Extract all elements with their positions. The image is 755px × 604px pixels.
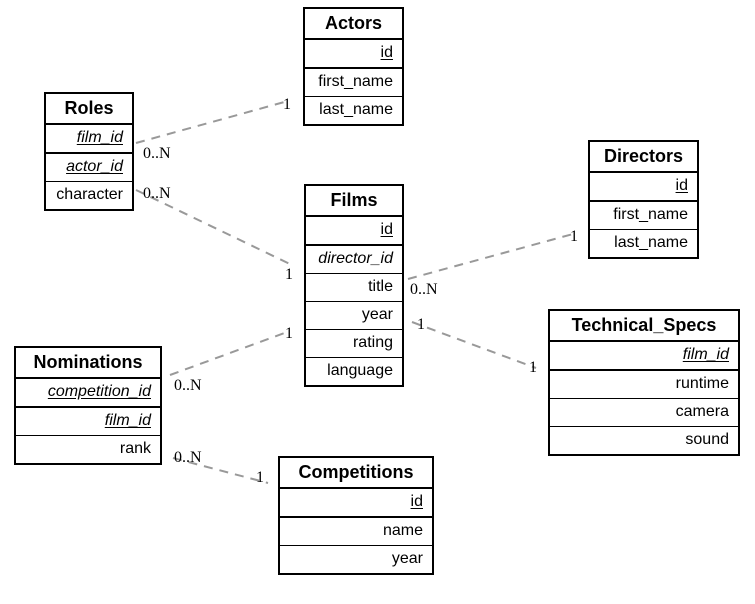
attribute-row[interactable]: id	[590, 173, 697, 203]
entity-title-directors: Directors	[590, 142, 697, 174]
entity-title-roles: Roles	[46, 94, 132, 126]
attribute-row[interactable]: sound	[550, 427, 738, 454]
relationship-line-nominations-films	[169, 330, 291, 376]
attribute-row[interactable]: competition_id	[16, 379, 160, 409]
attribute-row[interactable]: film_id	[16, 408, 160, 436]
attribute-row[interactable]: character	[46, 182, 132, 209]
cardinality-label-films-technical-specs-to: 1	[529, 359, 537, 376]
entity-title-actors: Actors	[305, 9, 402, 41]
entity-actors[interactable]: Actors id first_name last_name	[303, 7, 404, 126]
cardinality-label-films-technical-specs-from: 1	[417, 316, 425, 333]
attribute-name: id	[410, 493, 423, 511]
attribute-name: director_id	[318, 250, 393, 268]
entity-title-technical_specs: Technical_Specs	[550, 311, 738, 343]
attribute-row[interactable]: year	[280, 546, 432, 573]
attribute-name: title	[368, 277, 393, 295]
attribute-name: first_name	[613, 206, 688, 224]
attribute-name: character	[56, 185, 123, 203]
attribute-name: year	[391, 549, 423, 567]
entity-directors[interactable]: Directors id first_name last_name	[588, 140, 699, 259]
entity-title-films: Films	[306, 186, 402, 218]
relationship-line-films-directors	[407, 233, 574, 280]
attribute-name: rating	[352, 333, 393, 351]
attribute-row[interactable]: camera	[550, 399, 738, 427]
attribute-row[interactable]: id	[306, 217, 402, 247]
cardinality-label-roles-actors-from: 0..N	[143, 145, 171, 162]
attribute-row[interactable]: language	[306, 358, 402, 385]
cardinality-label-nominations-competitions-from: 0..N	[174, 449, 202, 466]
attribute-name: camera	[675, 402, 729, 420]
attribute-row[interactable]: rank	[16, 436, 160, 463]
attribute-name: runtime	[675, 375, 729, 393]
attribute-name: film_id	[682, 346, 729, 364]
attribute-row[interactable]: id	[305, 40, 402, 70]
attribute-row[interactable]: first_name	[305, 69, 402, 97]
relationship-line-roles-actors	[135, 100, 289, 144]
attribute-row[interactable]: last_name	[590, 230, 697, 257]
entity-roles[interactable]: Roles film_id actor_id character	[44, 92, 134, 211]
attribute-name: rank	[119, 439, 151, 457]
attribute-row[interactable]: runtime	[550, 371, 738, 399]
attribute-name: actor_id	[66, 158, 123, 176]
cardinality-label-films-directors-to: 1	[570, 228, 578, 245]
attribute-name: last_name	[614, 233, 688, 251]
attribute-name: last_name	[319, 100, 393, 118]
cardinality-label-roles-films-to: 1	[285, 266, 293, 283]
cardinality-label-roles-actors-to: 1	[283, 96, 291, 113]
attribute-name: first_name	[318, 73, 393, 91]
attribute-row[interactable]: rating	[306, 330, 402, 358]
attribute-name: id	[380, 221, 393, 239]
cardinality-label-nominations-films-to: 1	[285, 325, 293, 342]
attribute-row[interactable]: film_id	[46, 125, 132, 155]
entity-competitions[interactable]: Competitions id name year	[278, 456, 434, 575]
attribute-row[interactable]: director_id	[306, 246, 402, 274]
cardinality-label-nominations-films-from: 0..N	[174, 377, 202, 394]
attribute-name: sound	[685, 430, 729, 448]
attribute-name: film_id	[76, 129, 123, 147]
entity-title-nominations: Nominations	[16, 348, 160, 380]
entity-title-competitions: Competitions	[280, 458, 432, 490]
cardinality-label-roles-films-from: 0..N	[143, 185, 171, 202]
relationship-line-films-technical-specs	[411, 321, 537, 369]
attribute-name: competition_id	[47, 383, 151, 401]
attribute-row[interactable]: film_id	[550, 342, 738, 372]
cardinality-label-films-directors-from: 0..N	[410, 281, 438, 298]
attribute-name: name	[382, 522, 423, 540]
attribute-row[interactable]: year	[306, 302, 402, 330]
attribute-row[interactable]: id	[280, 489, 432, 519]
attribute-name: id	[675, 177, 688, 195]
attribute-row[interactable]: last_name	[305, 97, 402, 124]
attribute-row[interactable]: name	[280, 518, 432, 546]
attribute-row[interactable]: first_name	[590, 202, 697, 230]
attribute-name: language	[327, 361, 393, 379]
attribute-name: year	[361, 305, 393, 323]
attribute-name: id	[380, 44, 393, 62]
attribute-row[interactable]: title	[306, 274, 402, 302]
attribute-row[interactable]: actor_id	[46, 154, 132, 182]
attribute-name: film_id	[104, 412, 151, 430]
cardinality-label-nominations-competitions-to: 1	[256, 469, 264, 486]
